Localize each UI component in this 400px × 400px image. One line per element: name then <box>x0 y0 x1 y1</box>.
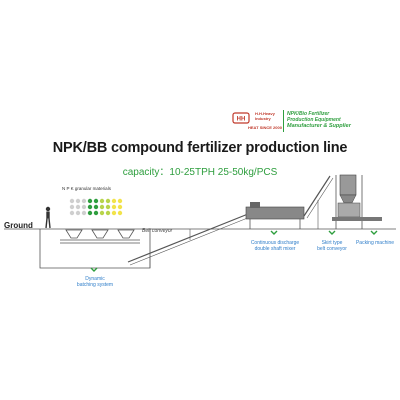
company-name-2: Industry <box>255 116 271 121</box>
dynamic-label-2: batching system <box>76 282 114 288</box>
double-shaft-mixer-icon <box>245 202 305 229</box>
ground-label: Ground <box>4 221 33 230</box>
tagline-2: Production Equipment <box>287 117 341 123</box>
packing-label: Packing machine <box>355 240 395 246</box>
npk-materials-label: N P K granular materials <box>62 186 111 191</box>
svg-text:HH: HH <box>237 117 246 123</box>
packing-machine-icon <box>332 174 382 229</box>
company-logo-icon: HH <box>232 111 250 125</box>
capacity-label: capacity：10-25TPH 25-50kg/PCS <box>122 167 278 178</box>
belt-conveyor-icon <box>127 213 251 268</box>
chevron-down-icons <box>90 230 378 272</box>
since-label: HEAT SINCE 2000 <box>248 125 282 130</box>
batching-hoppers <box>60 229 140 244</box>
company-name-1: H.H.Heavy <box>255 111 275 116</box>
skirt-label-2: belt conveyor <box>317 246 347 252</box>
tagline-3: Manufacturer & Supplier <box>287 123 351 129</box>
header-divider <box>283 110 284 132</box>
mixer-label-2: double shaft mixer <box>254 246 296 252</box>
page-title: NPK/BB compound fertilizer production li… <box>52 140 348 156</box>
skirt-belt-conveyor-icon <box>303 175 334 229</box>
skirt-label-1: Skirt type <box>321 240 343 246</box>
dynamic-label-1: Dynamic <box>85 276 105 282</box>
mixer-label-1: Continuous discharge <box>250 240 300 246</box>
belt-conveyor-label: Belt conveyor <box>142 228 173 234</box>
person-icon <box>45 206 51 229</box>
tagline-1: NPK/Bio Fertilizer <box>287 111 330 117</box>
batching-pit <box>39 229 151 269</box>
npk-materials-icon <box>69 198 123 216</box>
